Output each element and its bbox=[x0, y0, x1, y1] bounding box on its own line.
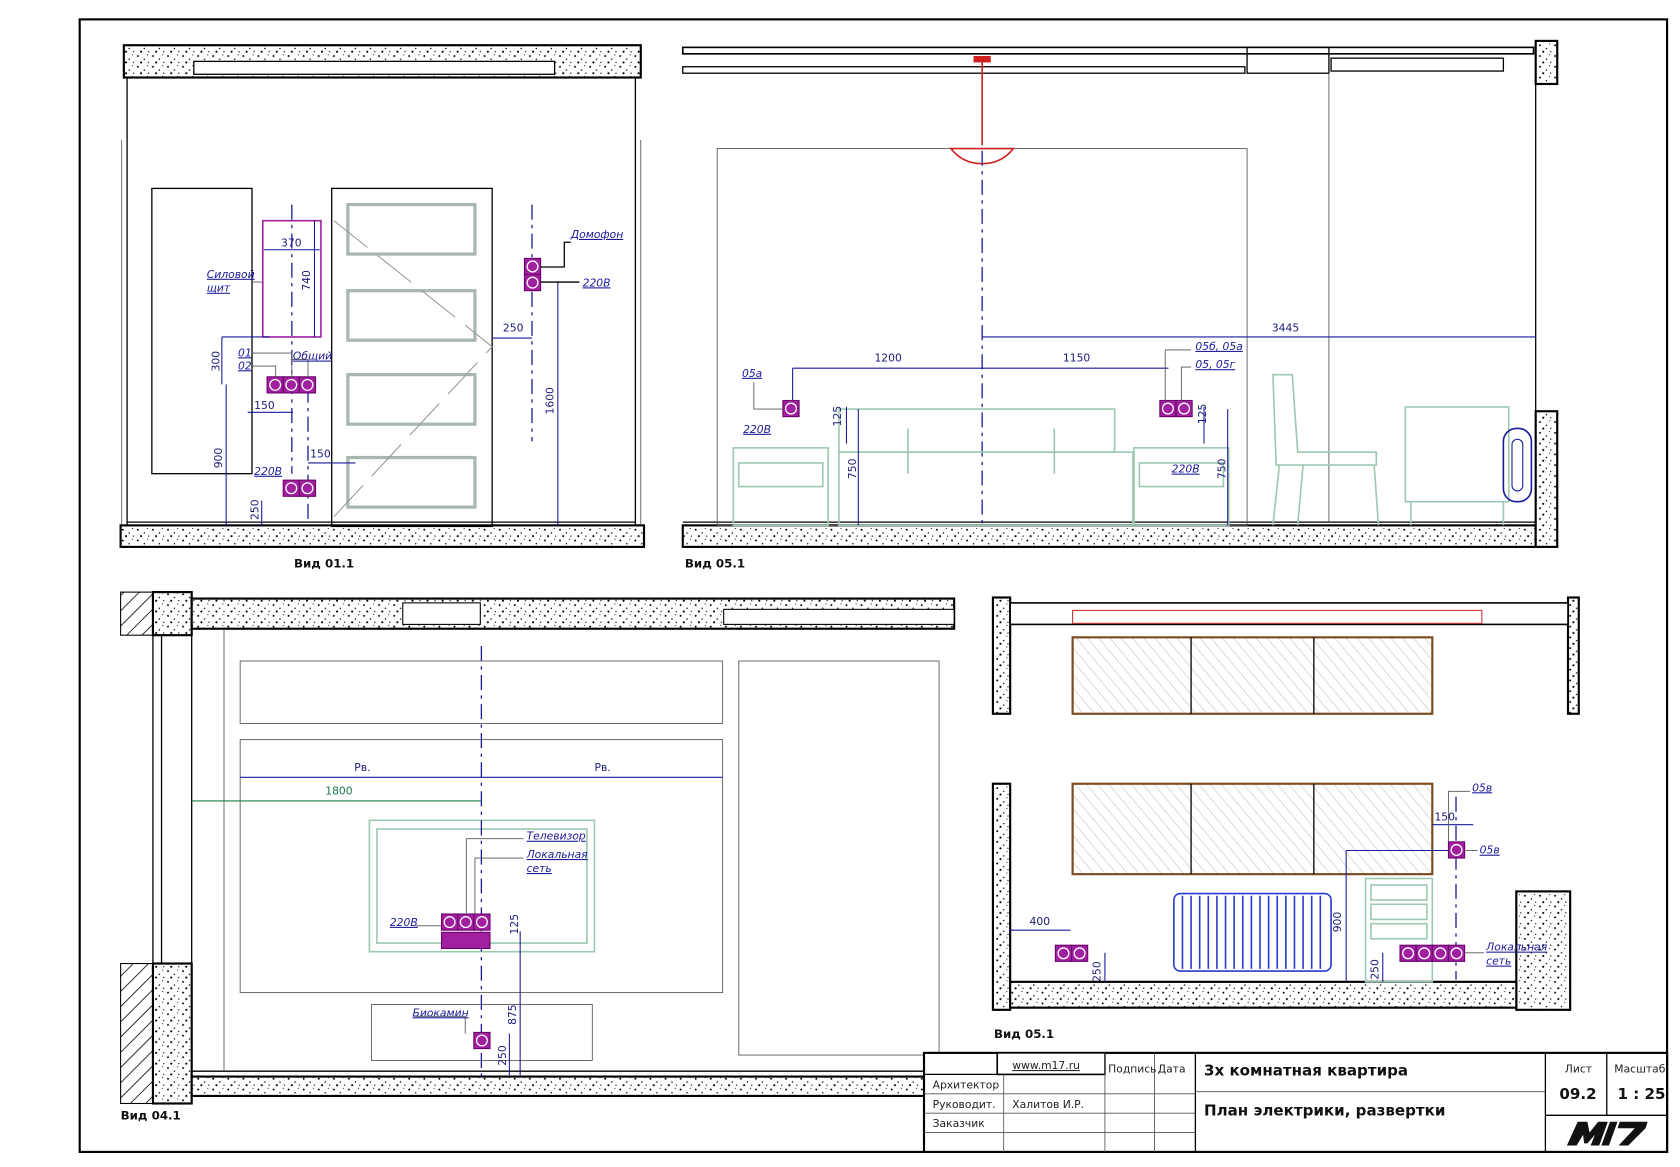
dim-900: 900 bbox=[1331, 912, 1344, 933]
view-caption: Вид 04.1 bbox=[121, 1109, 181, 1123]
label-power-panel-2: щит bbox=[207, 282, 231, 295]
entrance-door bbox=[331, 187, 493, 528]
view-05-1-top: 05а 220В 220В 05б, 05а 05, 05г 1200 1150… bbox=[681, 39, 1559, 570]
role-head: Руководит. bbox=[933, 1098, 996, 1111]
label-05-05g: 05, 05г bbox=[1195, 358, 1235, 371]
socket-block-tv bbox=[440, 913, 491, 949]
view-caption: Вид 01.1 bbox=[294, 556, 354, 570]
view-04-1: Телевизор Локальная сеть 220В Биокамин Р… bbox=[120, 591, 956, 1123]
dim-250: 250 bbox=[1091, 961, 1104, 982]
dim-equal: Рв. bbox=[354, 761, 370, 774]
dim-125: 125 bbox=[508, 914, 521, 935]
dim-125: 125 bbox=[831, 406, 844, 427]
socket-double-220v bbox=[282, 479, 317, 497]
title-block: www.m17.ru Подпись Дата Архитектор Руков… bbox=[922, 1051, 1669, 1154]
radiator bbox=[1502, 427, 1533, 503]
window-upper bbox=[1071, 636, 1434, 715]
dim-1600: 1600 bbox=[544, 387, 557, 415]
dim-750: 750 bbox=[846, 458, 859, 479]
role-client: Заказчик bbox=[933, 1117, 986, 1130]
view-caption: Вид 05.1 bbox=[994, 1027, 1054, 1041]
col-signature: Подпись bbox=[1108, 1062, 1156, 1075]
view-05-1-bottom: 05в 05в Локальная сеть 400 250 250 150 9… bbox=[991, 596, 1580, 1041]
cornice bbox=[193, 60, 556, 75]
label-lan: Локальная bbox=[1485, 941, 1548, 954]
dim-250: 250 bbox=[503, 322, 524, 335]
label-intercom: Домофон bbox=[570, 228, 623, 241]
label-220v: 220В bbox=[583, 276, 611, 289]
view-caption: Вид 05.1 bbox=[685, 556, 745, 570]
label-power-panel: Силовой bbox=[207, 268, 255, 281]
ceiling-line bbox=[681, 46, 1535, 55]
label-220v: 220В bbox=[254, 465, 282, 478]
floor-slab bbox=[119, 524, 646, 548]
label-tv: Телевизор bbox=[527, 830, 586, 843]
radiator-bottom bbox=[1173, 892, 1332, 972]
dim-900: 900 bbox=[212, 448, 225, 469]
sheet-number: 09.2 bbox=[1559, 1085, 1596, 1103]
dim-740: 740 bbox=[300, 270, 313, 291]
dim-equal: Рв. bbox=[594, 761, 610, 774]
label-common: Общий bbox=[293, 350, 332, 363]
label-05v: 05в bbox=[1480, 844, 1500, 857]
furniture bbox=[732, 373, 1510, 527]
label-05v: 05в bbox=[1472, 781, 1492, 794]
dim-1200: 1200 bbox=[874, 352, 902, 365]
floor-slab bbox=[1009, 980, 1518, 1009]
label-lan-2: сеть bbox=[1486, 955, 1511, 968]
chest-of-drawers bbox=[1364, 877, 1434, 983]
dim-150: 150 bbox=[254, 399, 275, 412]
socket-double-left bbox=[1054, 944, 1089, 962]
dim-1150: 1150 bbox=[1063, 352, 1091, 365]
sheet-title: План электрики, развертки bbox=[1204, 1101, 1445, 1119]
dim-300: 300 bbox=[210, 351, 223, 372]
role-head-name: Халитов И.Р. bbox=[1012, 1098, 1084, 1111]
label-lan: Локальная bbox=[526, 848, 589, 861]
socket-biofire bbox=[473, 1031, 491, 1050]
label-01: 01 bbox=[238, 346, 252, 359]
label-220v: 220В bbox=[390, 916, 418, 929]
socket-group-panel bbox=[266, 376, 317, 394]
dim-400: 400 bbox=[1030, 915, 1051, 928]
dim-150: 150 bbox=[1434, 810, 1455, 823]
dim-3445: 3445 bbox=[1272, 322, 1299, 335]
socket-05a bbox=[782, 399, 800, 418]
dim-250: 250 bbox=[248, 499, 261, 520]
dim-250: 250 bbox=[1368, 959, 1381, 980]
socket-double-05b bbox=[1159, 399, 1193, 418]
view-01-1: Силовой щит Домофон 220В 220В Общий 01 0… bbox=[119, 44, 646, 570]
floor-slab bbox=[190, 1075, 956, 1098]
col-date: Дата bbox=[1158, 1062, 1186, 1075]
scale-value: 1 : 25 bbox=[1618, 1085, 1666, 1103]
label-lan-2: сеть bbox=[527, 862, 552, 875]
m17-logo bbox=[1566, 1121, 1648, 1146]
dim-875: 875 bbox=[506, 1004, 519, 1025]
label-biofire: Биокамин bbox=[412, 1006, 468, 1019]
pendant-lamp bbox=[949, 55, 1016, 165]
role-architect: Архитектор bbox=[933, 1078, 1000, 1091]
dim-370: 370 bbox=[281, 237, 302, 250]
floor-slab bbox=[681, 524, 1537, 548]
label-05a: 05а bbox=[742, 367, 762, 380]
label-220v: 220В bbox=[743, 423, 771, 436]
dim-1800: 1800 bbox=[325, 785, 353, 798]
label-220v: 220В bbox=[1172, 463, 1200, 476]
dim-750: 750 bbox=[1216, 458, 1229, 479]
sheet-label: Лист bbox=[1565, 1062, 1592, 1075]
window-lower bbox=[1071, 782, 1434, 876]
project-title: 3х комнатная квартира bbox=[1204, 1061, 1408, 1079]
website-link[interactable]: www.m17.ru bbox=[1012, 1059, 1080, 1072]
socket-block-lan bbox=[1399, 944, 1466, 962]
dim-250: 250 bbox=[496, 1045, 509, 1066]
dim-150: 150 bbox=[310, 448, 331, 461]
label-02: 02 bbox=[238, 359, 252, 372]
scale-label: Масштаб bbox=[1614, 1062, 1665, 1075]
socket-intercom bbox=[523, 257, 542, 292]
power-panel bbox=[261, 219, 322, 338]
label-05b-05a: 05б, 05а bbox=[1195, 340, 1242, 353]
sheet-frame bbox=[78, 18, 1669, 1154]
dim-125: 125 bbox=[1196, 404, 1209, 425]
wardrobe bbox=[151, 187, 253, 475]
socket-05v bbox=[1447, 841, 1466, 859]
